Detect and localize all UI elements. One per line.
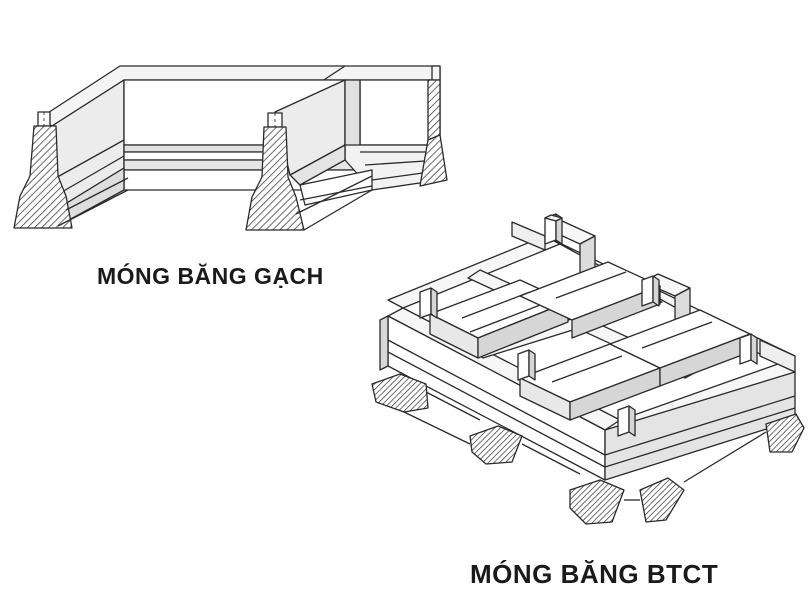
brick-foundation-caption: MÓNG BĂNG GẠCH xyxy=(97,263,324,289)
rc-foundation-caption: MÓNG BĂNG BTCT xyxy=(470,559,719,589)
rc-strip-foundation-drawing xyxy=(371,213,805,525)
brick-strip-foundation-drawing xyxy=(13,65,448,231)
